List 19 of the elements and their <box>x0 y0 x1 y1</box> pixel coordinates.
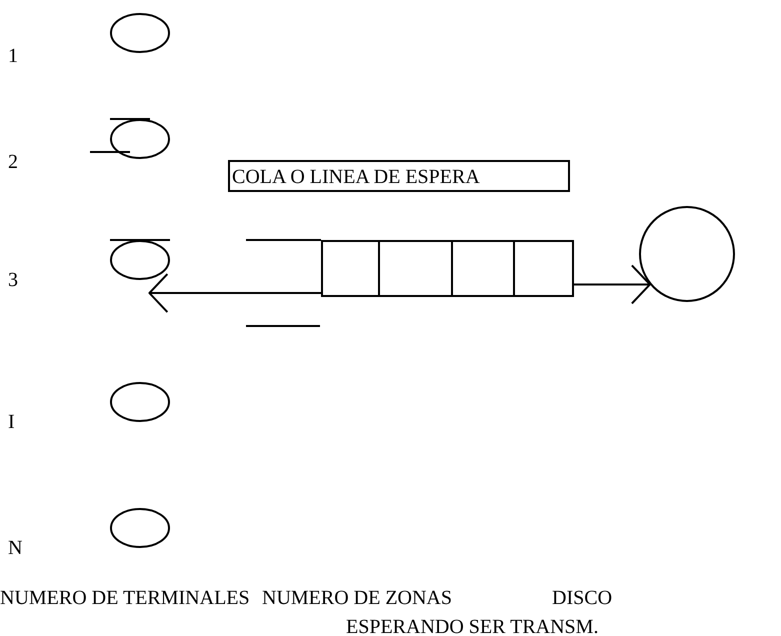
caption-label: 1 <box>8 46 18 66</box>
caption-label: NUMERO DE ZONAS <box>262 588 452 608</box>
terminal-ellipse <box>110 13 170 53</box>
caption-label: 3 <box>8 270 18 290</box>
terminal-ellipse <box>110 382 170 422</box>
caption-label: ESPERANDO SER TRANSM. <box>346 617 598 636</box>
caption-label: DISCO <box>552 588 612 608</box>
caption-label: 2 <box>8 152 18 172</box>
caption-label: NUMERO DE TERMINALES <box>0 588 250 608</box>
caption-label: I <box>8 412 15 432</box>
terminal-ellipse <box>110 119 170 159</box>
arrow <box>574 264 651 304</box>
terminal-ellipse <box>110 508 170 548</box>
queue-bar <box>321 240 574 297</box>
arrow <box>148 273 321 313</box>
terminal-ellipse <box>110 240 170 280</box>
title-box: COLA O LINEA DE ESPERA <box>228 160 570 192</box>
caption-label: N <box>8 538 22 558</box>
disk-circle <box>639 206 735 302</box>
